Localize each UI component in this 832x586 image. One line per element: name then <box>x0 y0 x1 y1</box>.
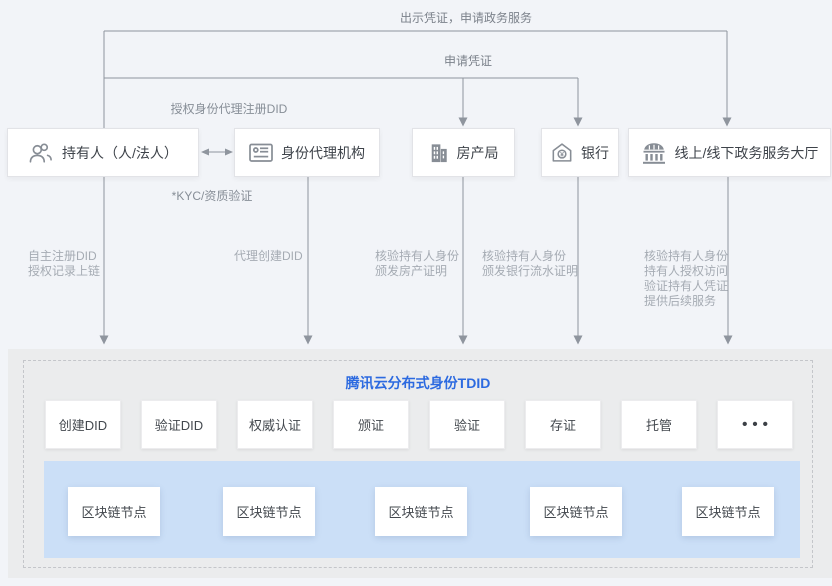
platform-dashed-border <box>23 360 813 568</box>
buildings-icon <box>429 142 449 164</box>
apply-credential-label: 申请凭证 <box>443 54 492 68</box>
function-box-evidence: 存证 <box>525 400 601 449</box>
entity-holder: 持有人（人/法人） <box>7 128 199 177</box>
entity-label: 持有人（人/法人） <box>62 144 178 161</box>
annotation-gov-verify: 核验持有人身份 持有人授权访问 验证持有人凭证 提供后续服务 <box>644 249 729 308</box>
blockchain-node: 区块链节点 <box>68 487 160 536</box>
kyc-verification-label: *KYC/资质验证 <box>171 189 253 203</box>
annotation-self-register: 自主注册DID 授权记录上链 <box>28 249 101 278</box>
function-box-verify: 验证 <box>429 400 505 449</box>
entity-label: 身份代理机构 <box>281 144 365 161</box>
holder-agent-double-arrow <box>201 148 233 156</box>
entity-government-hall: 线上/线下政务服务大厅 <box>628 128 831 177</box>
function-box-ellipsis: ••• <box>717 400 793 449</box>
blockchain-node: 区块链节点 <box>375 487 467 536</box>
svg-text:¥: ¥ <box>560 151 564 158</box>
annotation-agent-create: 代理创建DID <box>234 249 303 263</box>
entity-label: 线上/线下政务服务大厅 <box>674 144 819 161</box>
holder-persons-icon <box>28 142 54 164</box>
authorize-agent-label: 授权身份代理注册DID <box>170 102 288 116</box>
blockchain-node: 区块链节点 <box>682 487 774 536</box>
blockchain-node: 区块链节点 <box>223 487 315 536</box>
function-box-custody: 托管 <box>621 400 697 449</box>
annotation-bank-verify: 核验持有人身份 颁发银行流水证明 <box>482 249 579 278</box>
entity-label: 银行 <box>581 144 609 161</box>
bank-house-yen-icon: ¥ <box>551 142 573 163</box>
entity-label: 房产局 <box>456 144 499 161</box>
present-credential-label: 出示凭证，申请政务服务 <box>399 11 532 25</box>
platform-title: 腾讯云分布式身份TDID <box>345 375 491 391</box>
government-hall-icon <box>641 142 667 164</box>
function-box-verify-did: 验证DID <box>141 400 217 449</box>
annotation-housing-verify: 核验持有人身份 颁发房产证明 <box>375 249 460 278</box>
entity-housing-bureau: 房产局 <box>412 128 515 177</box>
function-box-create-did: 创建DID <box>45 400 121 449</box>
entity-bank: ¥ 银行 <box>541 128 619 177</box>
function-box-authority: 权威认证 <box>237 400 313 449</box>
function-box-issue: 颁证 <box>333 400 409 449</box>
id-card-icon <box>249 143 273 163</box>
blockchain-node: 区块链节点 <box>530 487 622 536</box>
entity-identity-agent: 身份代理机构 <box>234 128 380 177</box>
